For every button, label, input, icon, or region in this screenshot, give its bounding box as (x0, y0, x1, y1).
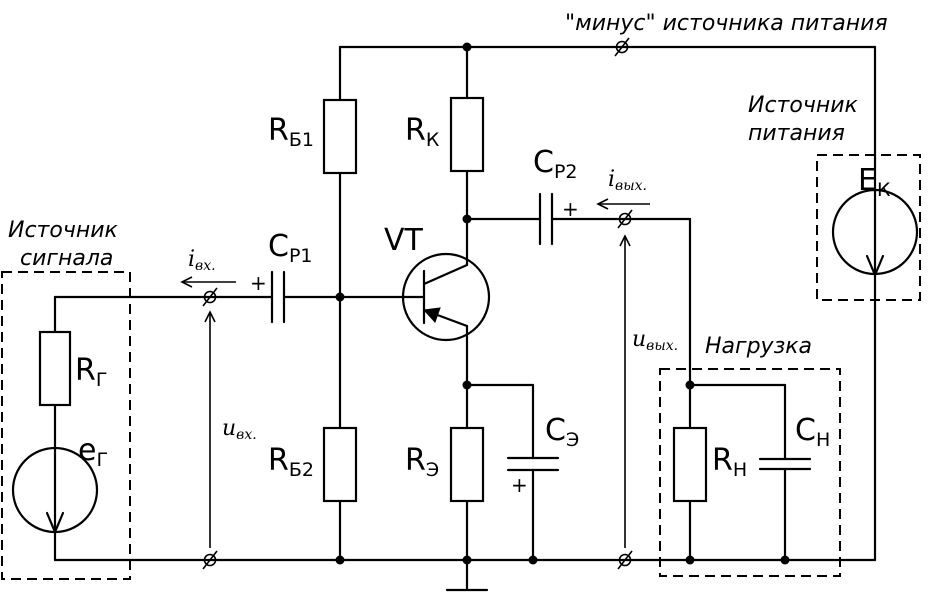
u-out-label: uвых. (632, 327, 678, 354)
cn-label: CН (795, 413, 830, 451)
u-in-label: uвх. (222, 416, 257, 443)
re-label: RЭ (405, 443, 439, 481)
arrow-i-out (596, 198, 650, 210)
terminal-output-top (617, 209, 633, 229)
arrow-u-in (204, 310, 216, 548)
capacitor-cn (758, 457, 812, 471)
power-source-box (816, 154, 921, 301)
rb1-label: RБ1 (268, 113, 314, 151)
load-box (659, 368, 841, 577)
i-in-label: iвх. (188, 247, 216, 274)
rg-label: RГ (75, 353, 107, 391)
cp2-plus-sign: + (562, 197, 579, 221)
resistor-rb1 (322, 98, 358, 175)
transistor-vt (401, 252, 491, 342)
supply-title-line1: Источник (748, 93, 859, 118)
signal-title-line2: сигнала (20, 246, 113, 271)
ce-label: CЭ (545, 413, 579, 451)
vt-label: VT (384, 223, 424, 258)
supply-title-line2: питания (748, 121, 845, 146)
terminal-output-bottom (617, 550, 633, 570)
terminal-supply (614, 37, 630, 57)
signal-title-line1: Источник (8, 218, 119, 243)
capacitor-cp2 (538, 192, 554, 246)
ce-plus-sign: + (511, 473, 528, 497)
ek-label: EК (858, 163, 891, 201)
terminal-input-top (202, 287, 218, 307)
capacitor-cp1 (270, 270, 286, 324)
arrow-u-out (619, 234, 631, 548)
cp2-label: CР2 (533, 145, 578, 183)
resistor-rn (672, 426, 708, 503)
rk-label: RК (405, 113, 440, 151)
i-out-label: iвых. (608, 167, 647, 194)
source-ek (831, 188, 919, 278)
capacitor-ce (506, 456, 560, 472)
resistor-rb2 (322, 426, 358, 503)
resistor-re (449, 426, 485, 503)
load-title: Нагрузка (705, 334, 812, 359)
arrow-i-in (180, 276, 236, 288)
rb2-label: RБ2 (268, 443, 314, 481)
supply-minus-label: "минус" источника питания (565, 11, 888, 36)
signal-source-box (1, 271, 131, 580)
eg-label: eГ (78, 433, 108, 471)
resistor-rg (38, 330, 72, 407)
cp1-label: CР1 (268, 229, 313, 267)
resistor-rk (449, 96, 485, 173)
source-eg (11, 446, 99, 535)
cp1-plus-sign: + (250, 271, 267, 295)
junction-dots (335, 42, 790, 565)
rn-label: RН (712, 443, 747, 481)
terminal-input-bottom (202, 550, 218, 570)
